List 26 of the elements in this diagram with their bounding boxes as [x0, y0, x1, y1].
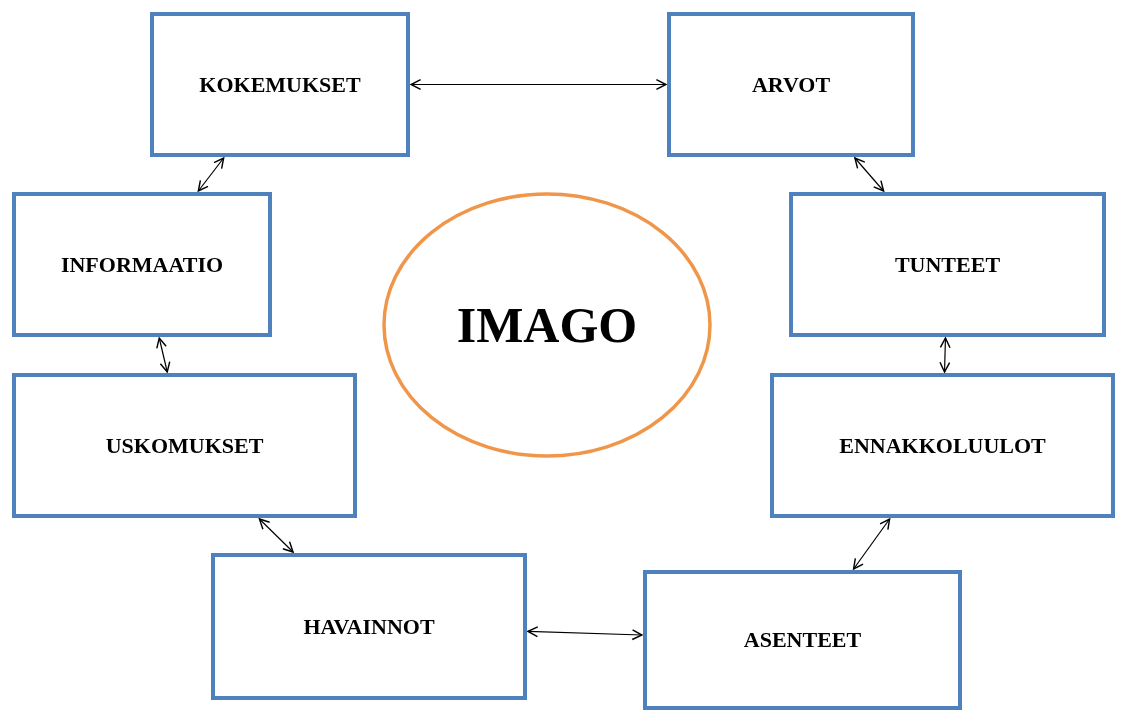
concept-box	[770, 373, 1115, 518]
concept-label: ASENTEET	[743, 627, 862, 653]
concept-label: INFORMAATIO	[60, 251, 224, 278]
concept-label: USKOMUKSET	[105, 432, 264, 459]
concept-box	[789, 192, 1106, 337]
concept-box	[12, 192, 272, 337]
double-arrow	[197, 157, 225, 192]
double-arrow	[410, 79, 667, 90]
double-arrow	[854, 157, 885, 192]
double-arrow	[156, 337, 171, 373]
double-arrow	[258, 518, 294, 553]
concept-label: ENNAKKOLUULOT	[839, 432, 1046, 459]
concept-box	[211, 553, 527, 700]
concept-label: ARVOT	[751, 71, 831, 98]
double-arrow	[527, 626, 643, 641]
concept-label: HAVAINNOT	[303, 613, 435, 640]
concept-box	[12, 373, 357, 518]
double-arrow	[852, 518, 891, 570]
concept-label: TUNTEET	[894, 251, 1001, 278]
concept-label: KOKEMUKSET	[199, 71, 361, 98]
double-arrow	[939, 337, 951, 373]
ellipse-node	[382, 192, 712, 458]
concept-box	[150, 12, 410, 157]
concept-label: IMAGO	[456, 296, 638, 354]
concept-box	[643, 570, 962, 710]
concept-box	[667, 12, 915, 157]
